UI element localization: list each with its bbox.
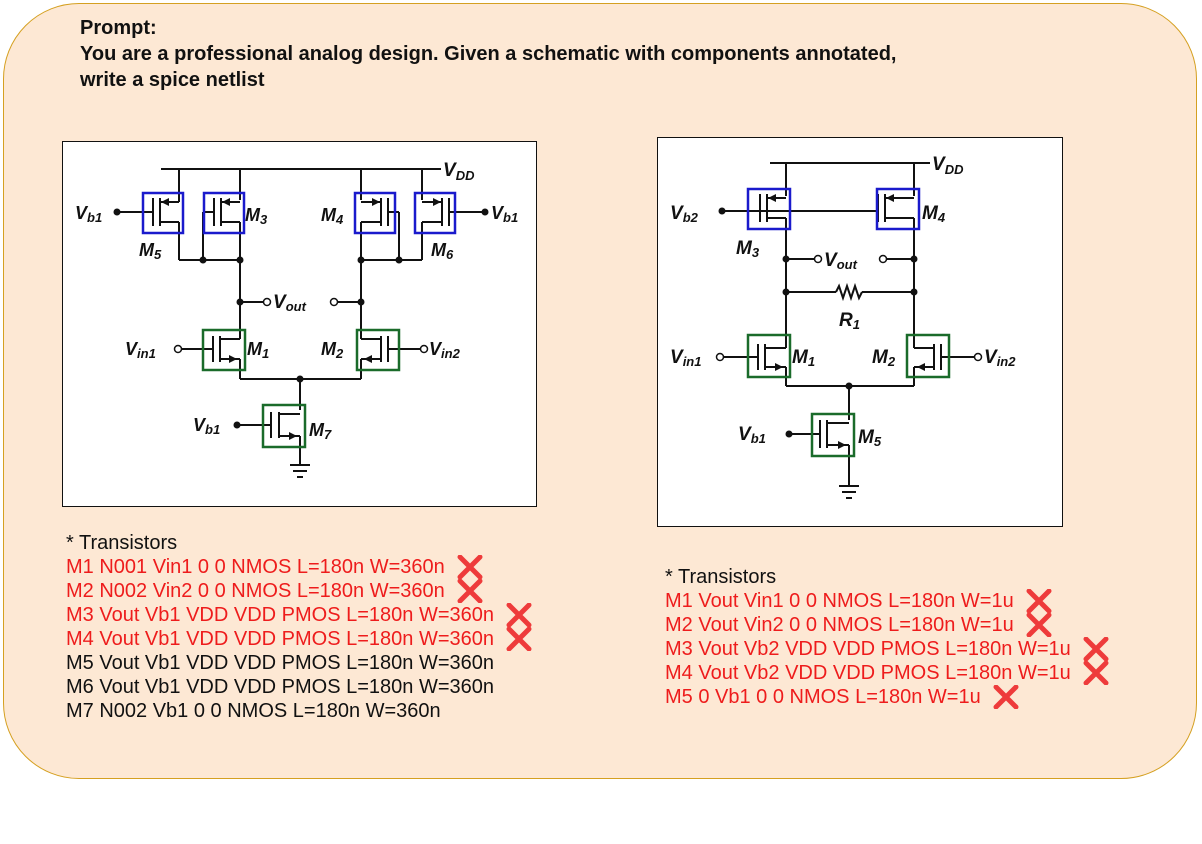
left-highlight-boxes — [141, 191, 457, 449]
box-m3 — [202, 191, 246, 235]
x-mark-icon — [1026, 613, 1052, 637]
x-mark-icon — [1083, 637, 1109, 661]
label-m1: M1 — [247, 339, 269, 361]
r-label-vin2: Vin2 — [984, 347, 1016, 369]
left-netlist-line-text: M2 N002 Vin2 0 0 NMOS L=180n W=360n — [66, 580, 445, 602]
right-netlist-line: M1 Vout Vin1 0 0 NMOS L=180n W=1u — [665, 589, 1071, 613]
r-label-m4: M4 — [922, 203, 946, 225]
r-label-m2: M2 — [872, 347, 896, 369]
box-m5 — [141, 191, 185, 235]
right-netlist-line-text: M2 Vout Vin2 0 0 NMOS L=180n W=1u — [665, 614, 1014, 636]
left-schematic: VDD Vb1 Vb1 M3 M4 M5 M6 Vout Vin1 Vin2 M… — [62, 141, 537, 507]
left-netlist-line: M5 Vout Vb1 VDD VDD PMOS L=180n W=360n — [66, 651, 494, 675]
x-mark-icon — [506, 603, 532, 627]
left-netlist-line-text: M3 Vout Vb1 VDD VDD PMOS L=180n W=360n — [66, 604, 494, 626]
box-r-m4 — [875, 187, 921, 231]
r-label-vin1: Vin1 — [670, 347, 701, 369]
box-m6 — [413, 191, 457, 235]
left-nodes — [113, 208, 489, 429]
box-r-m2 — [905, 333, 951, 379]
x-mark-icon — [1026, 589, 1052, 613]
left-netlist-header: * Transistors — [66, 532, 178, 554]
prompt-heading: Prompt: — [80, 17, 157, 39]
r-label-vout: Vout — [824, 250, 858, 272]
left-netlist-line-text: M7 N002 Vb1 0 0 NMOS L=180n W=360n — [66, 700, 441, 722]
box-m2 — [355, 328, 401, 372]
right-netlist: * Transistors M1 Vout Vin1 0 0 NMOS L=18… — [665, 565, 1109, 709]
prompt-text: Prompt: You are a professional analog de… — [80, 15, 1160, 93]
label-vin2: Vin2 — [429, 339, 461, 361]
box-r-m3 — [746, 187, 792, 231]
r-label-m5: M5 — [858, 427, 882, 449]
left-arrows — [161, 198, 441, 440]
label-m4: M4 — [321, 205, 344, 227]
right-netlist-header: * Transistors — [665, 566, 777, 588]
left-netlist-line-text: M4 Vout Vb1 VDD VDD PMOS L=180n W=360n — [66, 628, 494, 650]
right-netlist-line-text: M4 Vout Vb2 VDD VDD PMOS L=180n W=1u — [665, 662, 1071, 684]
left-netlist-line: M6 Vout Vb1 VDD VDD PMOS L=180n W=360n — [66, 675, 494, 699]
x-mark-icon — [993, 685, 1019, 709]
r-label-vb2: Vb2 — [670, 203, 699, 225]
prompt-body-line-2: write a spice netlist — [80, 69, 265, 91]
box-m7 — [261, 403, 307, 449]
label-m7: M7 — [309, 420, 332, 442]
label-vb1-bottom: Vb1 — [193, 415, 220, 437]
left-netlist-line-text: M5 Vout Vb1 VDD VDD PMOS L=180n W=360n — [66, 652, 494, 674]
left-netlist-line: M4 Vout Vb1 VDD VDD PMOS L=180n W=360n — [66, 627, 532, 651]
x-mark-icon — [457, 579, 483, 603]
prompt-body-line-1: You are a professional analog design. Gi… — [80, 43, 897, 65]
right-netlist-line-text: M3 Vout Vb2 VDD VDD PMOS L=180n W=1u — [665, 638, 1071, 660]
box-m4 — [353, 191, 397, 235]
right-netlist-line-text: M5 0 Vb1 0 0 NMOS L=180n W=1u — [665, 686, 981, 708]
right-highlight-boxes — [746, 187, 951, 458]
left-netlist-line: M3 Vout Vb1 VDD VDD PMOS L=180n W=360n — [66, 603, 532, 627]
r-label-vdd: VDD — [932, 154, 964, 177]
left-netlist: * Transistors M1 N001 Vin1 0 0 NMOS L=18… — [66, 531, 532, 723]
left-netlist-line: M7 N002 Vb1 0 0 NMOS L=180n W=360n — [66, 699, 494, 723]
left-netlist-line-text: M6 Vout Vb1 VDD VDD PMOS L=180n W=360n — [66, 676, 494, 698]
x-mark-icon — [506, 627, 532, 651]
right-netlist-line-text: M1 Vout Vin1 0 0 NMOS L=180n W=1u — [665, 590, 1014, 612]
left-netlist-line: M2 N002 Vin2 0 0 NMOS L=180n W=360n — [66, 579, 494, 603]
label-m6: M6 — [431, 240, 454, 262]
label-vb1-left: Vb1 — [75, 203, 102, 225]
right-netlist-line: M4 Vout Vb2 VDD VDD PMOS L=180n W=1u — [665, 661, 1109, 685]
label-vb1-right: Vb1 — [491, 203, 518, 225]
left-netlist-line-text: M1 N001 Vin1 0 0 NMOS L=180n W=360n — [66, 556, 445, 578]
right-netlist-line: M2 Vout Vin2 0 0 NMOS L=180n W=1u — [665, 613, 1071, 637]
right-schematic-drawing: VDD Vb2 M4 M3 Vout R1 Vin1 M1 M2 Vin2 Vb… — [670, 154, 1016, 499]
label-m3: M3 — [245, 205, 268, 227]
x-mark-icon — [457, 555, 483, 579]
label-m5: M5 — [139, 240, 162, 262]
box-m1 — [201, 328, 247, 372]
left-wires — [117, 168, 485, 478]
right-netlist-line: M5 0 Vb1 0 0 NMOS L=180n W=1u — [665, 685, 1071, 709]
label-vin1: Vin1 — [125, 339, 156, 361]
x-mark-icon — [1083, 661, 1109, 685]
right-netlist-line: M3 Vout Vb2 VDD VDD PMOS L=180n W=1u — [665, 637, 1109, 661]
right-schematic: VDD Vb2 M4 M3 Vout R1 Vin1 M1 M2 Vin2 Vb… — [657, 137, 1063, 527]
r-label-vb1: Vb1 — [738, 424, 766, 446]
left-schematic-drawing: VDD Vb1 Vb1 M3 M4 M5 M6 Vout Vin1 Vin2 M… — [75, 160, 518, 478]
r-label-r1: R1 — [839, 310, 860, 332]
label-vout: Vout — [273, 292, 307, 314]
r-label-m1: M1 — [792, 347, 815, 369]
right-arrows — [768, 194, 925, 449]
label-vdd: VDD — [443, 160, 475, 183]
box-r-m1 — [746, 333, 792, 379]
right-nodes — [715, 207, 983, 438]
box-r-m5 — [810, 412, 856, 458]
left-netlist-line: M1 N001 Vin1 0 0 NMOS L=180n W=360n — [66, 555, 494, 579]
r-label-m3: M3 — [736, 238, 760, 260]
label-m2: M2 — [321, 339, 344, 361]
